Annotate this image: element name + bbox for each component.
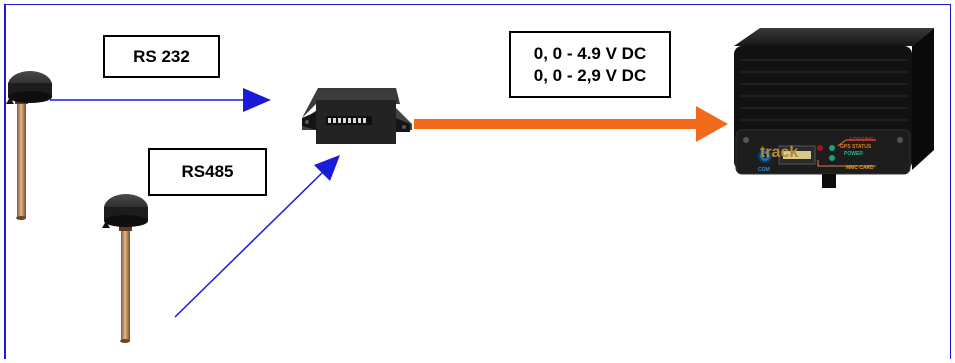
rs232-arrow bbox=[50, 88, 271, 112]
logger-led-gps: GPS STATUS bbox=[840, 144, 872, 150]
data-logger-icon bbox=[734, 28, 934, 188]
voltage-label-box: 0, 0 - 4.9 V DC 0, 0 - 2,9 V DC bbox=[509, 31, 671, 98]
rs485-label-box: RS485 bbox=[148, 148, 267, 196]
logger-led-mmc: MMC CARD bbox=[846, 165, 874, 171]
logger-led-logging: LOGGING bbox=[850, 137, 874, 143]
logger-port-label: COM bbox=[758, 167, 770, 173]
rs485-label: RS485 bbox=[181, 162, 234, 181]
rs232-label: RS 232 bbox=[133, 46, 190, 66]
converter-module-icon bbox=[302, 88, 412, 144]
voltage-label-line1: 0, 0 - 4.9 V DC bbox=[533, 43, 647, 63]
logger-brand: track bbox=[760, 144, 798, 161]
probe-sensor-1 bbox=[6, 71, 52, 220]
diagram-frame bbox=[4, 4, 951, 359]
logger-led-power: POWER bbox=[844, 151, 863, 157]
probe-sensor-2 bbox=[102, 194, 148, 343]
analog-output-arrow bbox=[414, 106, 728, 142]
rs232-label-box: RS 232 bbox=[103, 35, 220, 78]
rs485-arrow bbox=[174, 155, 340, 318]
voltage-label-line2: 0, 0 - 2,9 V DC bbox=[533, 65, 647, 85]
